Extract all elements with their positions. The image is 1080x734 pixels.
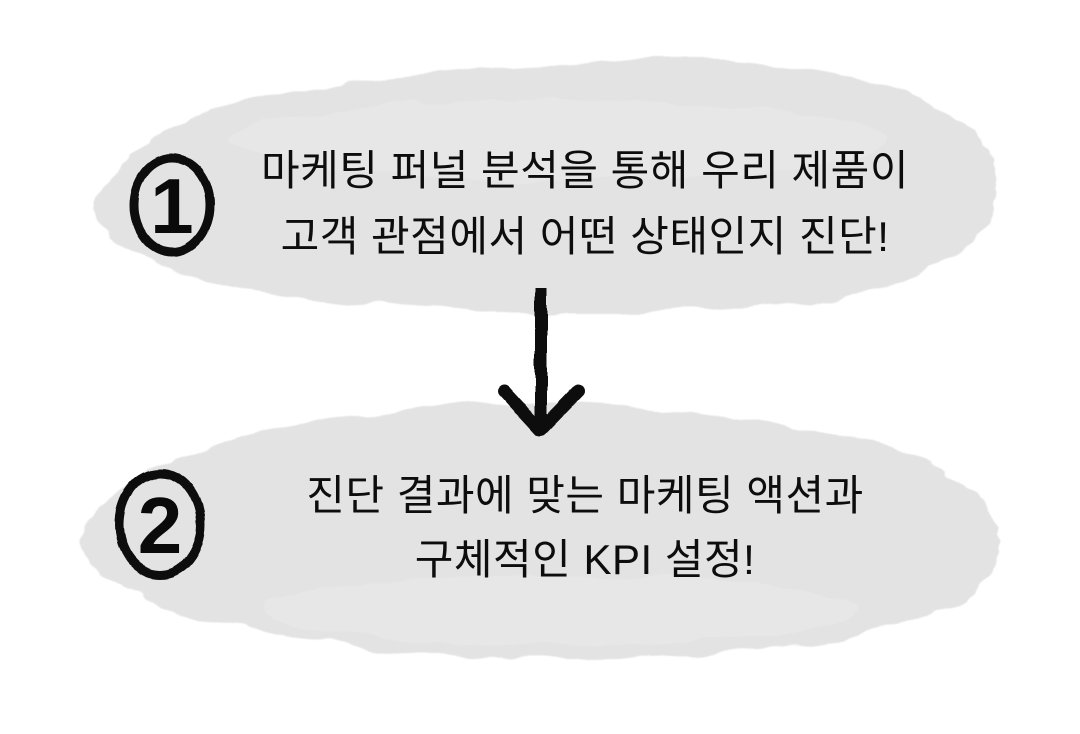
step-2-number: 2 bbox=[138, 481, 183, 570]
step-1-number-circle bbox=[129, 153, 215, 257]
step-2-text: 진단 결과에 맞는 마케팅 액션과 구체적인 KPI 설정! bbox=[235, 464, 935, 592]
step-1-badge: 1 bbox=[129, 153, 215, 257]
step-2-number-circle bbox=[114, 468, 206, 580]
step-1-text: 마케팅 퍼널 분석을 통해 우리 제품이 고객 관점에서 어떤 상태인지 진단! bbox=[235, 138, 935, 270]
bubble-highlight bbox=[260, 576, 860, 644]
step-2-bubble bbox=[81, 402, 1000, 660]
bubble-highlight bbox=[230, 100, 890, 180]
step-1-line-1: 마케팅 퍼널 분석을 통해 우리 제품이 bbox=[261, 147, 909, 194]
step-1-line-2: 고객 관점에서 어떤 상태인지 진단! bbox=[280, 213, 890, 260]
step-2-badge: 2 bbox=[114, 468, 206, 580]
step-1-bubble bbox=[94, 60, 997, 314]
step-2-line-2: 구체적인 KPI 설정! bbox=[414, 536, 756, 583]
down-arrow-icon bbox=[497, 288, 585, 437]
step-1-number: 1 bbox=[150, 162, 193, 250]
step-2-line-1: 진단 결과에 맞는 마케팅 액션과 bbox=[306, 472, 864, 519]
